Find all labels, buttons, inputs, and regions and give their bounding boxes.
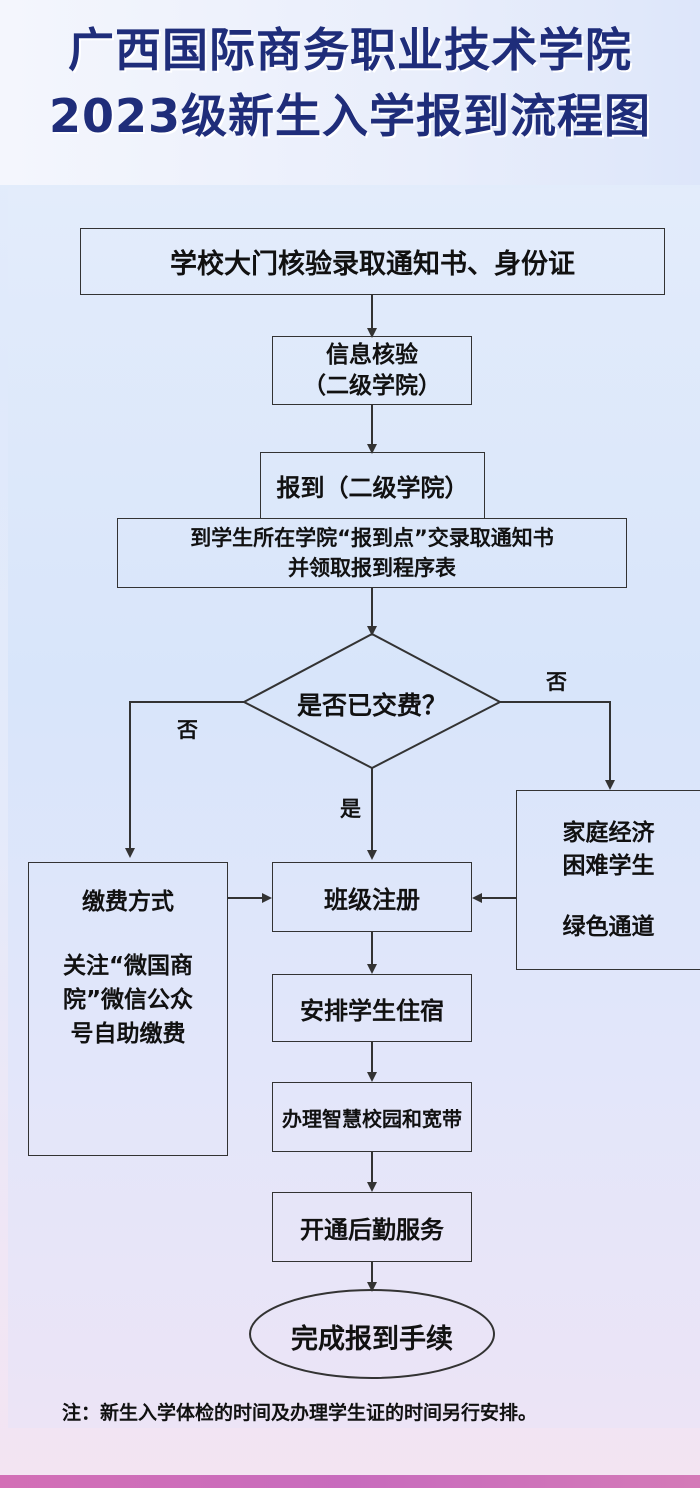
logistics-text: 开通后勤服务 xyxy=(300,1215,444,1244)
submit-line1: 到学生所在学院“报到点”交录取通知书 xyxy=(190,526,554,550)
title-banner: 广西国际商务职业技术学院 2023级新生入学报到流程图 xyxy=(0,0,700,185)
dorm-box: 安排学生住宿 xyxy=(272,974,472,1042)
submit-line2: 并领取报到程序表 xyxy=(288,556,456,580)
dorm-text: 安排学生住宿 xyxy=(300,996,444,1025)
info-check-line2: （二级学院） xyxy=(303,372,441,399)
gate-check-box: 学校大门核验录取通知书、身份证 xyxy=(80,228,665,295)
decision-text: 是否已交费？ xyxy=(296,691,447,720)
info-check-box: 信息核验 （二级学院） xyxy=(272,336,472,405)
payment-heading: 缴费方式 xyxy=(82,889,174,915)
branch-no-left: 否 xyxy=(177,718,198,742)
info-check-line1: 信息核验 xyxy=(326,341,418,368)
branch-no-right: 否 xyxy=(546,670,567,694)
flowchart-panel xyxy=(8,188,700,1428)
complete-ellipse xyxy=(249,1289,495,1379)
report-box: 报到（二级学院） xyxy=(260,452,485,518)
green-channel-box: 家庭经济 困难学生 绿色通道 xyxy=(516,790,700,970)
branch-yes: 是 xyxy=(340,797,361,821)
bottom-accent-bar xyxy=(0,1475,700,1488)
campus-broadband-text: 办理智慧校园和宽带 xyxy=(282,1106,462,1131)
payment-line3: 号自助缴费 xyxy=(70,1021,186,1047)
arrow-decision-to-green xyxy=(500,701,615,790)
class-register-text: 班级注册 xyxy=(324,885,420,914)
title-line-2: 2023级新生入学报到流程图 xyxy=(48,89,652,143)
payment-box: 缴费方式 关注“微国商 院”微信公众 号自助缴费 xyxy=(28,862,228,1156)
campus-broadband-box: 办理智慧校园和宽带 xyxy=(272,1082,472,1152)
arrow-decision-to-payment xyxy=(125,701,244,858)
report-text: 报到（二级学院） xyxy=(276,474,469,502)
title-line-1: 广西国际商务职业技术学院 xyxy=(68,23,632,77)
complete-text: 完成报到手续 xyxy=(291,1324,453,1355)
logistics-box: 开通后勤服务 xyxy=(272,1192,472,1262)
decision-diamond xyxy=(241,632,503,770)
green-line1: 家庭经济 xyxy=(562,819,655,846)
gate-check-text: 学校大门核验录取通知书、身份证 xyxy=(170,249,575,280)
class-register-box: 班级注册 xyxy=(272,862,472,932)
green-line2: 困难学生 xyxy=(562,852,655,879)
footnote: 注：新生入学体检的时间及办理学生证的时间另行安排。 xyxy=(62,1402,538,1424)
payment-line2: 院”微信公众 xyxy=(62,987,194,1013)
submit-notice-box: 到学生所在学院“报到点”交录取通知书 并领取报到程序表 xyxy=(117,518,627,588)
green-line3: 绿色通道 xyxy=(562,913,655,940)
payment-line1: 关注“微国商 xyxy=(62,953,194,979)
